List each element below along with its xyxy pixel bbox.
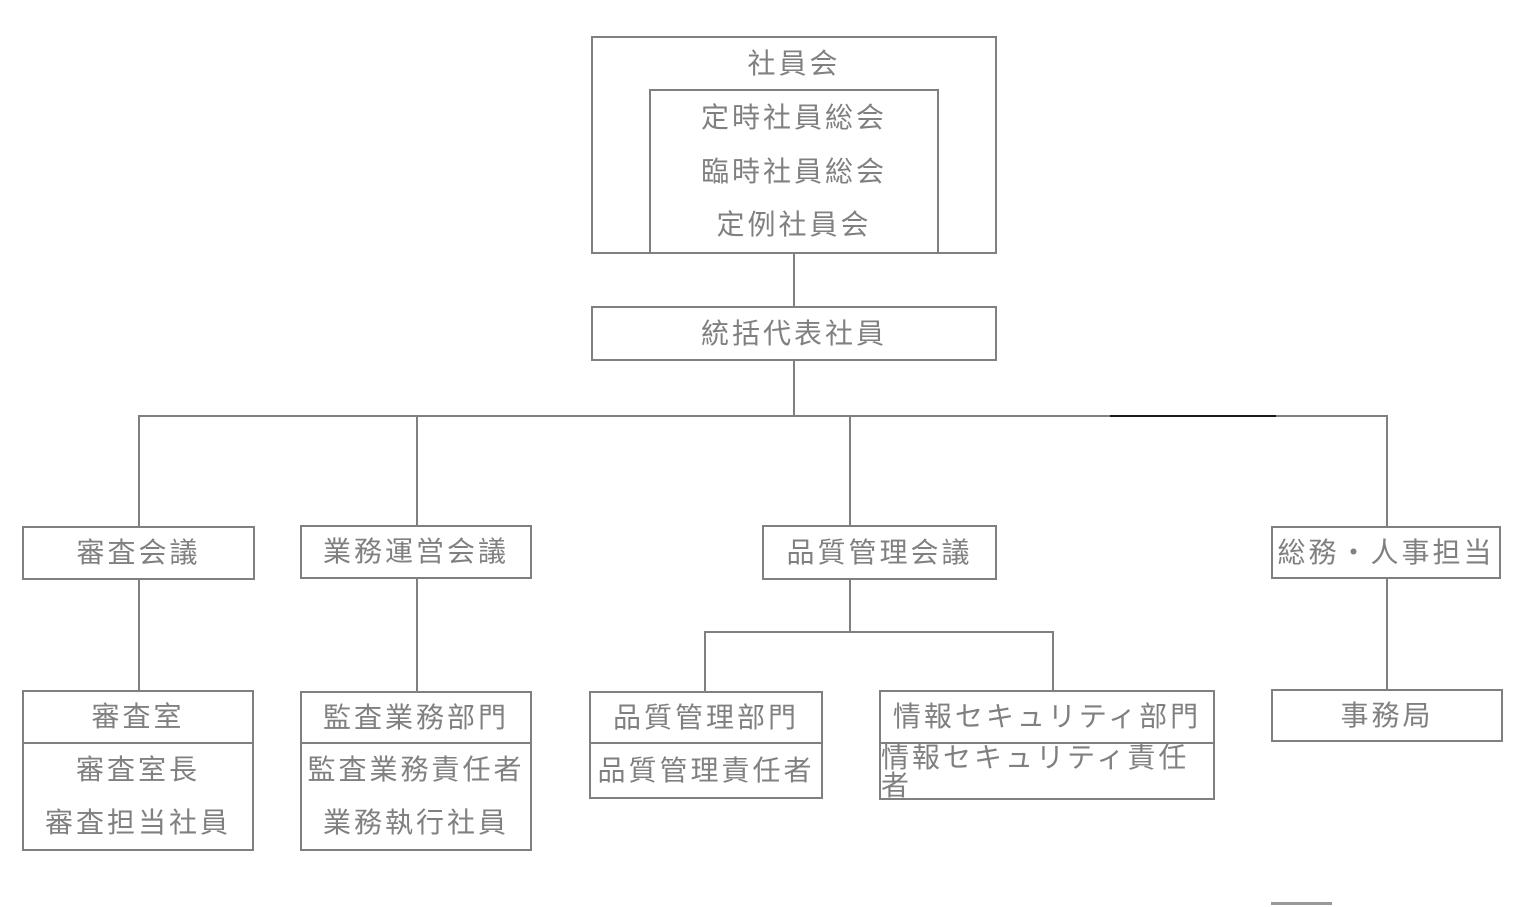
secretariat-title: 事務局 xyxy=(1340,699,1434,731)
operations-council-title: 業務運営会議 xyxy=(322,536,509,567)
node-operations-council: 業務運営会議 xyxy=(300,525,532,579)
connector-drop-review-council xyxy=(138,415,140,526)
node-member-assembly: 社員会 定時社員総会 臨時社員総会 定例社員会 xyxy=(591,36,997,254)
audit-operations-dept-members: 監査業務責任者 業務執行社員 xyxy=(302,744,530,849)
connector-quality-sub-bus xyxy=(704,631,1054,633)
quality-council-title: 品質管理会議 xyxy=(786,536,973,568)
connector-quality-council-stub xyxy=(849,580,851,633)
meeting-item: 臨時社員総会 xyxy=(700,155,887,187)
node-review-council: 審査会議 xyxy=(22,526,255,580)
member-item: 審査室長 xyxy=(75,754,200,786)
member-assembly-title: 社員会 xyxy=(747,47,841,79)
connector-drop-quality-council xyxy=(849,415,851,525)
member-item: 情報セキュリティ責任者 xyxy=(881,742,1190,801)
connector-review-council-to-review-office xyxy=(138,580,140,690)
member-item: 業務執行社員 xyxy=(322,806,509,838)
bottom-edge-line-fragment xyxy=(1271,902,1332,905)
node-infosec-dept: 情報セキュリティ部門 情報セキュリティ責任者 xyxy=(879,690,1215,800)
quality-control-dept-members: 品質管理責任者 xyxy=(591,744,821,797)
node-quality-council: 品質管理会議 xyxy=(762,525,997,580)
node-quality-control-dept: 品質管理部門 品質管理責任者 xyxy=(589,691,823,799)
general-affairs-hr-title: 総務・人事担当 xyxy=(1277,536,1495,568)
node-audit-operations-dept: 監査業務部門 監査業務責任者 業務執行社員 xyxy=(300,691,532,851)
connector-drop-general-affairs xyxy=(1386,415,1388,526)
connector-drop-operations-council xyxy=(416,415,418,525)
connector-distributor-dark-segment xyxy=(1110,415,1276,417)
review-council-title: 審査会議 xyxy=(76,537,201,568)
meeting-item: 定時社員総会 xyxy=(700,101,887,133)
node-managing-representative: 統括代表社員 xyxy=(591,306,997,361)
node-general-affairs-hr: 総務・人事担当 xyxy=(1271,526,1501,579)
connector-root-to-representative xyxy=(793,254,795,306)
connector-drop-quality-dept xyxy=(704,631,706,691)
connector-distributor-bus xyxy=(138,415,1388,417)
connector-drop-infosec-dept xyxy=(1052,631,1054,690)
node-secretariat: 事務局 xyxy=(1271,689,1503,742)
node-review-office: 審査室 審査室長 審査担当社員 xyxy=(22,690,254,851)
audit-operations-dept-title: 監査業務部門 xyxy=(302,693,530,744)
member-assembly-meetings-box: 定時社員総会 臨時社員総会 定例社員会 xyxy=(649,89,939,254)
infosec-dept-members: 情報セキュリティ責任者 xyxy=(881,744,1213,800)
review-office-members: 審査室長 審査担当社員 xyxy=(24,744,252,849)
member-item: 審査担当社員 xyxy=(44,806,231,838)
review-office-title: 審査室 xyxy=(24,692,252,744)
meeting-item: 定例社員会 xyxy=(716,209,872,241)
infosec-dept-title: 情報セキュリティ部門 xyxy=(881,692,1213,744)
quality-control-dept-title: 品質管理部門 xyxy=(591,693,821,744)
member-item: 品質管理責任者 xyxy=(597,754,815,786)
connector-operations-council-to-audit-dept xyxy=(416,579,418,691)
connector-general-affairs-to-secretariat xyxy=(1386,579,1388,689)
connector-representative-to-bus xyxy=(793,361,795,417)
member-item: 監査業務責任者 xyxy=(307,754,525,786)
managing-representative-title: 統括代表社員 xyxy=(700,317,887,349)
